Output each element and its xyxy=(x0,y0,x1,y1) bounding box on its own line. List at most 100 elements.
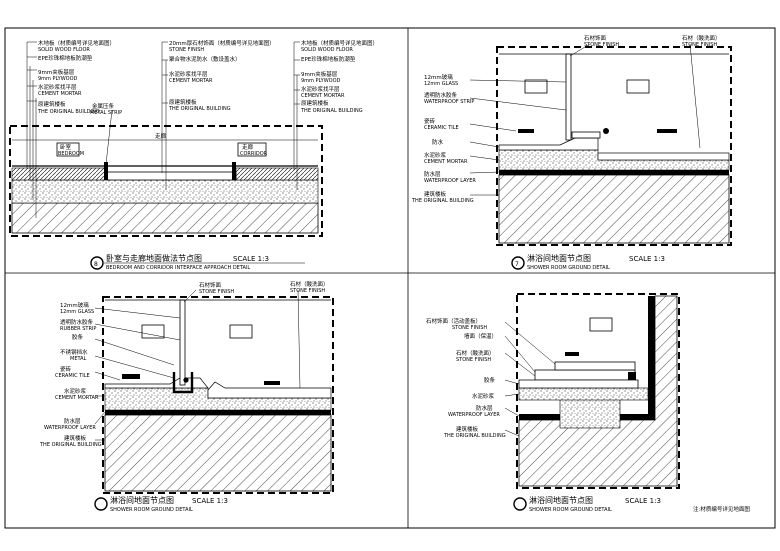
label-left-2-cn: EPE珍珠棉地板防潮垫 xyxy=(38,54,93,62)
label-mid-3-en: CEMENT MORTAR xyxy=(169,78,213,84)
label-mid-3-cn: 水泥砂浆找平层 xyxy=(169,70,208,78)
sealant-bead xyxy=(183,377,189,383)
sheet-frame xyxy=(4,27,776,529)
top-label-1-cn: 石材饰面 xyxy=(199,281,222,289)
label-left-1-cn: 木地板（材质编号详见地面图） xyxy=(38,39,115,47)
label-2-cn: 透明防水胶条 xyxy=(60,318,94,326)
drain-symbol xyxy=(657,129,677,133)
detail-number-badge xyxy=(511,256,525,270)
detail-title-en: BEDROOM AND CORRIDOR INTERFACE APPROACH … xyxy=(106,265,250,271)
detail-scale: SCALE 1:3 xyxy=(625,497,661,505)
top-label-1-en: STONE FINISH xyxy=(584,42,619,48)
label-7-en: THE ORIGINAL BUILDING xyxy=(411,198,474,204)
label-metal-en: METAL STRIP xyxy=(90,110,122,116)
sealant-bead xyxy=(603,128,609,134)
wood-floor-right xyxy=(235,167,319,181)
panel-shower-7: 石材饰面 STONE FINISH 石材（酸洗面） STONE FINISH 1… xyxy=(411,34,732,271)
room-tag-corridor xyxy=(237,142,267,157)
stone-finish-middle xyxy=(106,171,237,181)
label-left-4-cn: 水泥砂浆找平层 xyxy=(38,83,77,91)
room-tag xyxy=(626,79,650,94)
label-6-cn: 水泥砂浆 xyxy=(64,387,87,395)
room-tag xyxy=(589,317,613,332)
building-slab xyxy=(498,174,730,244)
label-6-en: WATERPROOF LAYER xyxy=(424,178,476,184)
label-7-cn: 防水层 xyxy=(64,417,81,425)
label-5-cn: 水泥砂浆 xyxy=(472,392,495,400)
room-tag-bedroom xyxy=(56,142,80,157)
label-metal-cn: 金属压条 xyxy=(92,102,115,110)
stone-ramp xyxy=(207,381,332,399)
tile-layer xyxy=(498,137,599,151)
label-3-cn: 石材（酸洗面） xyxy=(456,349,495,357)
room-tag-bedroom-cn: 卧室 xyxy=(60,143,72,151)
top-label-2-en: STONE FINISH xyxy=(682,42,717,48)
label-3-en: STONE FINISH xyxy=(456,357,491,363)
label-6-cn: 防水层 xyxy=(476,404,493,412)
label-right-3-cn: 9mm夹板基层 xyxy=(301,70,338,78)
label-mid-2-cn: 聚合物水泥防水（敷设盖水） xyxy=(169,55,241,63)
room-tag xyxy=(229,324,253,339)
label-mid-1-en: STONE FINISH xyxy=(169,47,204,53)
stone-threshold xyxy=(571,131,601,139)
leaders xyxy=(469,43,701,196)
label-6-en: WATERPROOF LAYER xyxy=(448,412,500,418)
label-left-4-en: CEMENT MORTAR xyxy=(38,91,82,97)
label-2-en: WATERPROOF STRIP xyxy=(424,99,474,105)
label-2-en: RUBBER STRIP xyxy=(60,326,96,332)
label-left-3-cn: 9mm夹板基层 xyxy=(38,68,75,76)
cement-screed xyxy=(11,179,319,204)
panel-bedroom-corridor: 走廊 卧室 BEDROOM 走廊 CORRIDOR 木地板（材质编号详见地面图）… xyxy=(9,39,378,271)
metal-strip-right xyxy=(232,162,236,180)
label-1-en: 12mm GLASS xyxy=(424,81,458,87)
room-tag-corridor-en: CORRIDOR xyxy=(240,151,268,157)
drain-symbol xyxy=(565,352,579,356)
label-7-cn: 建筑楼板 xyxy=(424,190,447,198)
label-5-cn: 瓷砖 xyxy=(60,365,72,373)
top-label-2-cn: 石材（酸洗面） xyxy=(682,34,721,42)
detail-boundary xyxy=(516,293,680,489)
label-3-en: CERAMIC TILE xyxy=(424,125,459,131)
label-1-cn: 石材饰面（活动盖板） xyxy=(426,317,481,325)
detail-boundary xyxy=(102,296,334,494)
label-2-cn: 墙面（保温） xyxy=(464,332,497,340)
trench-fill xyxy=(559,397,621,429)
detail-number: 8 xyxy=(94,261,98,268)
corridor-mark: 走廊 xyxy=(155,132,167,140)
label-1-cn: 12mm玻璃 xyxy=(424,73,453,81)
stainless-water-stop xyxy=(172,372,194,394)
label-7-en: THE ORIGINAL BUILDING xyxy=(443,433,506,439)
label-4-cn: 不锈钢挡水 xyxy=(60,348,88,356)
waterproof-layer xyxy=(105,410,331,415)
label-8-cn: 建筑楼板 xyxy=(64,434,87,442)
detail-number-badge xyxy=(94,497,108,511)
label-1-cn: 12mm玻璃 xyxy=(60,301,89,309)
label-left-1-en: SOLID WOOD FLOOR xyxy=(38,47,90,53)
label-left-5-cn: 原建筑楼板 xyxy=(38,100,66,108)
panel-shower-4: 石材饰面（活动盖板） STONE FINISH 墙面（保温） 石材（酸洗面） S… xyxy=(426,293,680,513)
leaders-right xyxy=(293,41,300,190)
label-6-en: CEMENT MORTAR xyxy=(55,395,99,401)
label-right-1-cn: 木地板（材质编号详见地面图） xyxy=(301,39,378,47)
drain-symbol xyxy=(628,372,636,380)
label-4-cn: 防水 xyxy=(432,138,444,146)
drain-symbol xyxy=(122,374,140,379)
glass-panel xyxy=(179,299,186,386)
detail-title-en: SHOWER ROOM GROUND DETAIL xyxy=(529,507,612,513)
top-label-2-en: STONE FINISH xyxy=(290,288,325,294)
waterproof-layer xyxy=(499,170,729,175)
detail-scale: SCALE 1:3 xyxy=(629,255,665,263)
sheet-footnote: 注:材质编号详见地面图 xyxy=(693,505,750,513)
detail-title-cn: 淋浴间地面节点图 xyxy=(529,495,593,505)
stone-finish xyxy=(597,152,730,161)
stone-ledge xyxy=(518,379,639,389)
detail-title-en: SHOWER ROOM GROUND DETAIL xyxy=(110,507,193,513)
label-1-en: 12mm GLASS xyxy=(60,309,94,315)
metal-strip-left xyxy=(104,162,108,180)
leaders-middle xyxy=(161,41,168,190)
panel-shower-3: 石材饰面 STONE FINISH 石材（酸洗面） STONE FINISH 1… xyxy=(39,280,334,513)
leaders xyxy=(504,321,556,437)
label-5-en: CEMENT MORTAR xyxy=(424,159,468,165)
label-4-cn: 胶条 xyxy=(484,376,496,384)
label-1-en: STONE FINISH xyxy=(452,325,487,331)
